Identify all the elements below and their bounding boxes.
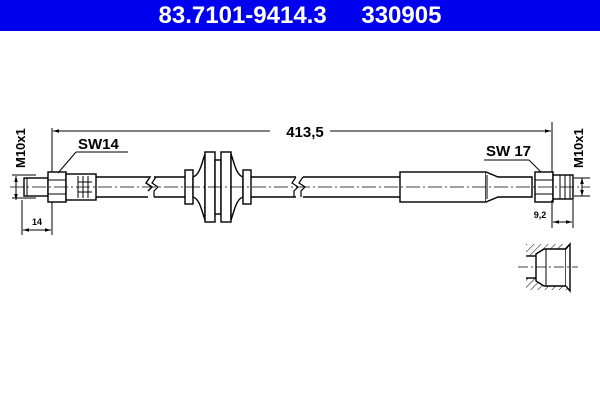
left-length-label: 14 bbox=[32, 217, 42, 227]
reference-number: 330905 bbox=[361, 2, 442, 29]
right-length-label: 9,2 bbox=[534, 210, 547, 220]
overall-length-dimension bbox=[51, 122, 553, 175]
right-thread-label: M10x1 bbox=[571, 128, 586, 168]
overall-length-label: 413,5 bbox=[286, 124, 324, 141]
left-wrench-size-label: SW14 bbox=[78, 136, 120, 153]
port-detail-section bbox=[518, 242, 578, 293]
left-thread-label: M10x1 bbox=[13, 128, 28, 168]
part-number: 83.7101-9414.3 bbox=[158, 2, 327, 29]
right-wrench-size-label: SW 17 bbox=[486, 143, 531, 160]
title-bar: 83.7101-9414.3 330905 bbox=[0, 0, 600, 31]
